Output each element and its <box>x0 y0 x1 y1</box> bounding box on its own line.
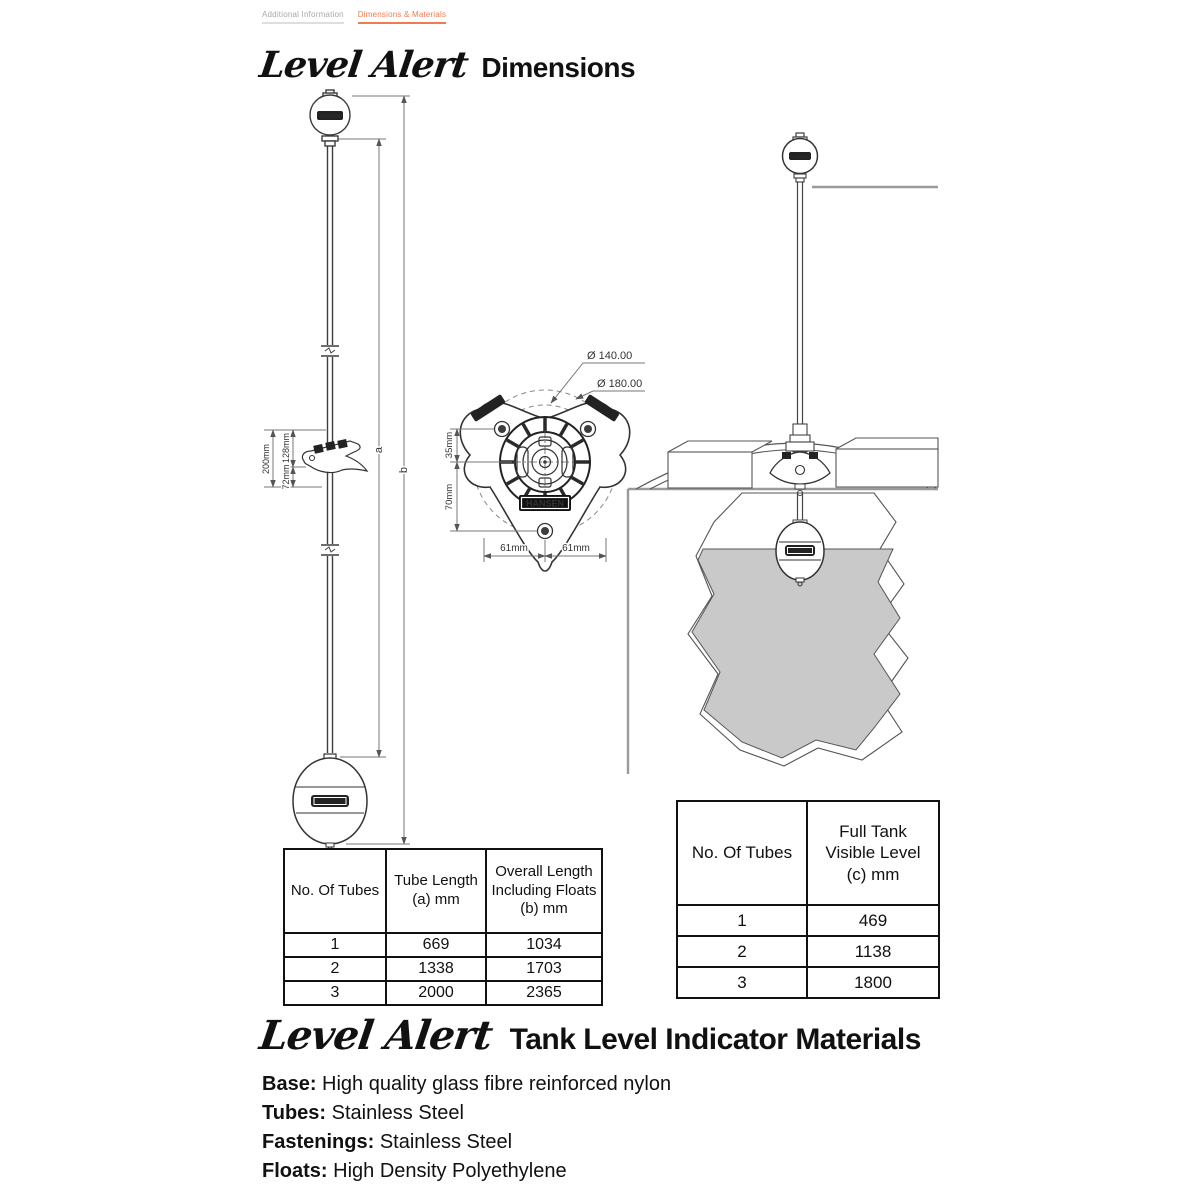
svg-text:Ø 180.00: Ø 180.00 <box>597 378 642 390</box>
material-label: Floats: <box>262 1160 328 1182</box>
svg-text:HANSEN: HANSEN <box>320 114 341 120</box>
page-title: Level Alert Dimensions <box>257 44 636 86</box>
mounting-base-top: HANSEN <box>459 394 631 572</box>
svg-text:61mm: 61mm <box>500 543 528 554</box>
material-fastenings: Fastenings: Stainless Steel <box>262 1128 671 1157</box>
svg-text:70mm: 70mm <box>444 484 455 510</box>
tab-additional-information[interactable]: Additional Information <box>262 10 344 24</box>
top-view-drawing: HANSEN Ø 140.00 Ø 180.00 35mm 70mm 61 <box>444 350 645 572</box>
tube-length-table: No. Of Tubes Tube Length(a) mm Overall L… <box>283 848 603 1006</box>
svg-text:Ø 140.00: Ø 140.00 <box>587 350 632 362</box>
ball-brand-chip: HANSEN <box>317 111 343 120</box>
tank-installation-drawing: HANSEN <box>626 132 939 774</box>
materials-heading: Level Alert Tank Level Indicator Materia… <box>256 1012 922 1059</box>
table-row: 1 469 <box>676 904 940 937</box>
cell: 3 <box>676 966 808 999</box>
tab-label: Additional Information <box>262 10 344 19</box>
svg-text:200mm: 200mm <box>261 444 271 474</box>
col-no-of-tubes: No. Of Tubes <box>676 800 808 906</box>
table-row: 1 669 1034 <box>283 932 603 958</box>
top-view-dimensions <box>450 362 645 562</box>
top-view-dimension-labels: Ø 140.00 Ø 180.00 35mm 70mm 61mm 61mm <box>444 350 642 556</box>
table-row: 3 2000 2365 <box>283 980 603 1006</box>
svg-text:b: b <box>398 467 410 473</box>
cell: 1800 <box>806 966 940 999</box>
cell: 469 <box>806 904 940 937</box>
svg-text:HANSEN: HANSEN <box>526 499 564 509</box>
mounting-base-side <box>301 439 369 474</box>
liquid-fill <box>691 548 901 759</box>
material-value: High quality glass fibre reinforced nylo… <box>322 1073 672 1095</box>
material-value: High Density Polyethylene <box>333 1160 567 1182</box>
tab-underline <box>262 22 344 24</box>
material-floats: Floats: High Density Polyethylene <box>262 1157 671 1186</box>
col-no-of-tubes: No. Of Tubes <box>283 848 387 934</box>
table-row: 2 1138 <box>676 935 940 968</box>
materials-heading-text: Tank Level Indicator Materials <box>509 1023 922 1056</box>
material-label: Base: <box>262 1073 317 1095</box>
svg-text:128mm: 128mm <box>281 433 291 463</box>
dimension-lines <box>264 95 410 845</box>
mounting-base-front <box>769 423 831 496</box>
base-brand-chip: HANSEN <box>519 495 571 511</box>
cell: 1 <box>283 932 387 958</box>
svg-text:a: a <box>373 446 385 453</box>
brand-logotype: Level Alert <box>256 1012 495 1059</box>
external-indicator: HANSEN <box>781 132 819 424</box>
cell: 1138 <box>806 935 940 968</box>
brand-logotype: Level Alert <box>257 44 471 86</box>
materials-list: Base: High quality glass fibre reinforce… <box>262 1070 671 1186</box>
col-tube-length: Tube Length(a) mm <box>385 848 487 934</box>
title-text: Dimensions <box>481 52 636 83</box>
cell: 2 <box>676 935 808 968</box>
table-row: 3 1800 <box>676 966 940 999</box>
cell: 3 <box>283 980 387 1006</box>
tank-outline <box>626 185 938 774</box>
tab-dimensions-materials[interactable]: Dimensions & Materials <box>357 10 447 24</box>
material-value: Stainless Steel <box>331 1102 464 1124</box>
cell: 1338 <box>385 956 487 982</box>
cell: 669 <box>385 932 487 958</box>
material-tubes: Tubes: Stainless Steel <box>262 1099 671 1128</box>
tab-bar: Additional Information Dimensions & Mate… <box>262 10 447 24</box>
internal-float <box>775 492 825 587</box>
bottom-float <box>292 753 368 852</box>
tab-underline-active <box>357 22 447 24</box>
cell: 1703 <box>485 956 603 982</box>
material-value: Stainless Steel <box>379 1131 513 1153</box>
tab-label: Dimensions & Materials <box>357 10 447 19</box>
svg-text:35mm: 35mm <box>444 432 455 458</box>
indicator-tube-assembly <box>309 89 351 753</box>
dimension-labels: 200mm 128mm 72mm a b <box>260 431 412 491</box>
svg-text:72mm: 72mm <box>281 464 291 489</box>
cell: 2000 <box>385 980 487 1006</box>
svg-text:61mm: 61mm <box>562 543 590 554</box>
table-row: 2 1338 1703 <box>283 956 603 982</box>
fastener-bolts <box>493 420 597 540</box>
material-base: Base: High quality glass fibre reinforce… <box>262 1070 671 1099</box>
cell: 1034 <box>485 932 603 958</box>
cell: 1 <box>676 904 808 937</box>
material-label: Tubes: <box>262 1102 327 1124</box>
material-label: Fastenings: <box>262 1131 375 1153</box>
cell: 2365 <box>485 980 603 1006</box>
cell: 2 <box>283 956 387 982</box>
svg-text:HANSEN: HANSEN <box>791 154 810 159</box>
side-view-drawing: HANSEN 200mm 128mm 72mm a <box>260 89 412 852</box>
table-header-row: No. Of Tubes Tube Length(a) mm Overall L… <box>283 848 603 934</box>
